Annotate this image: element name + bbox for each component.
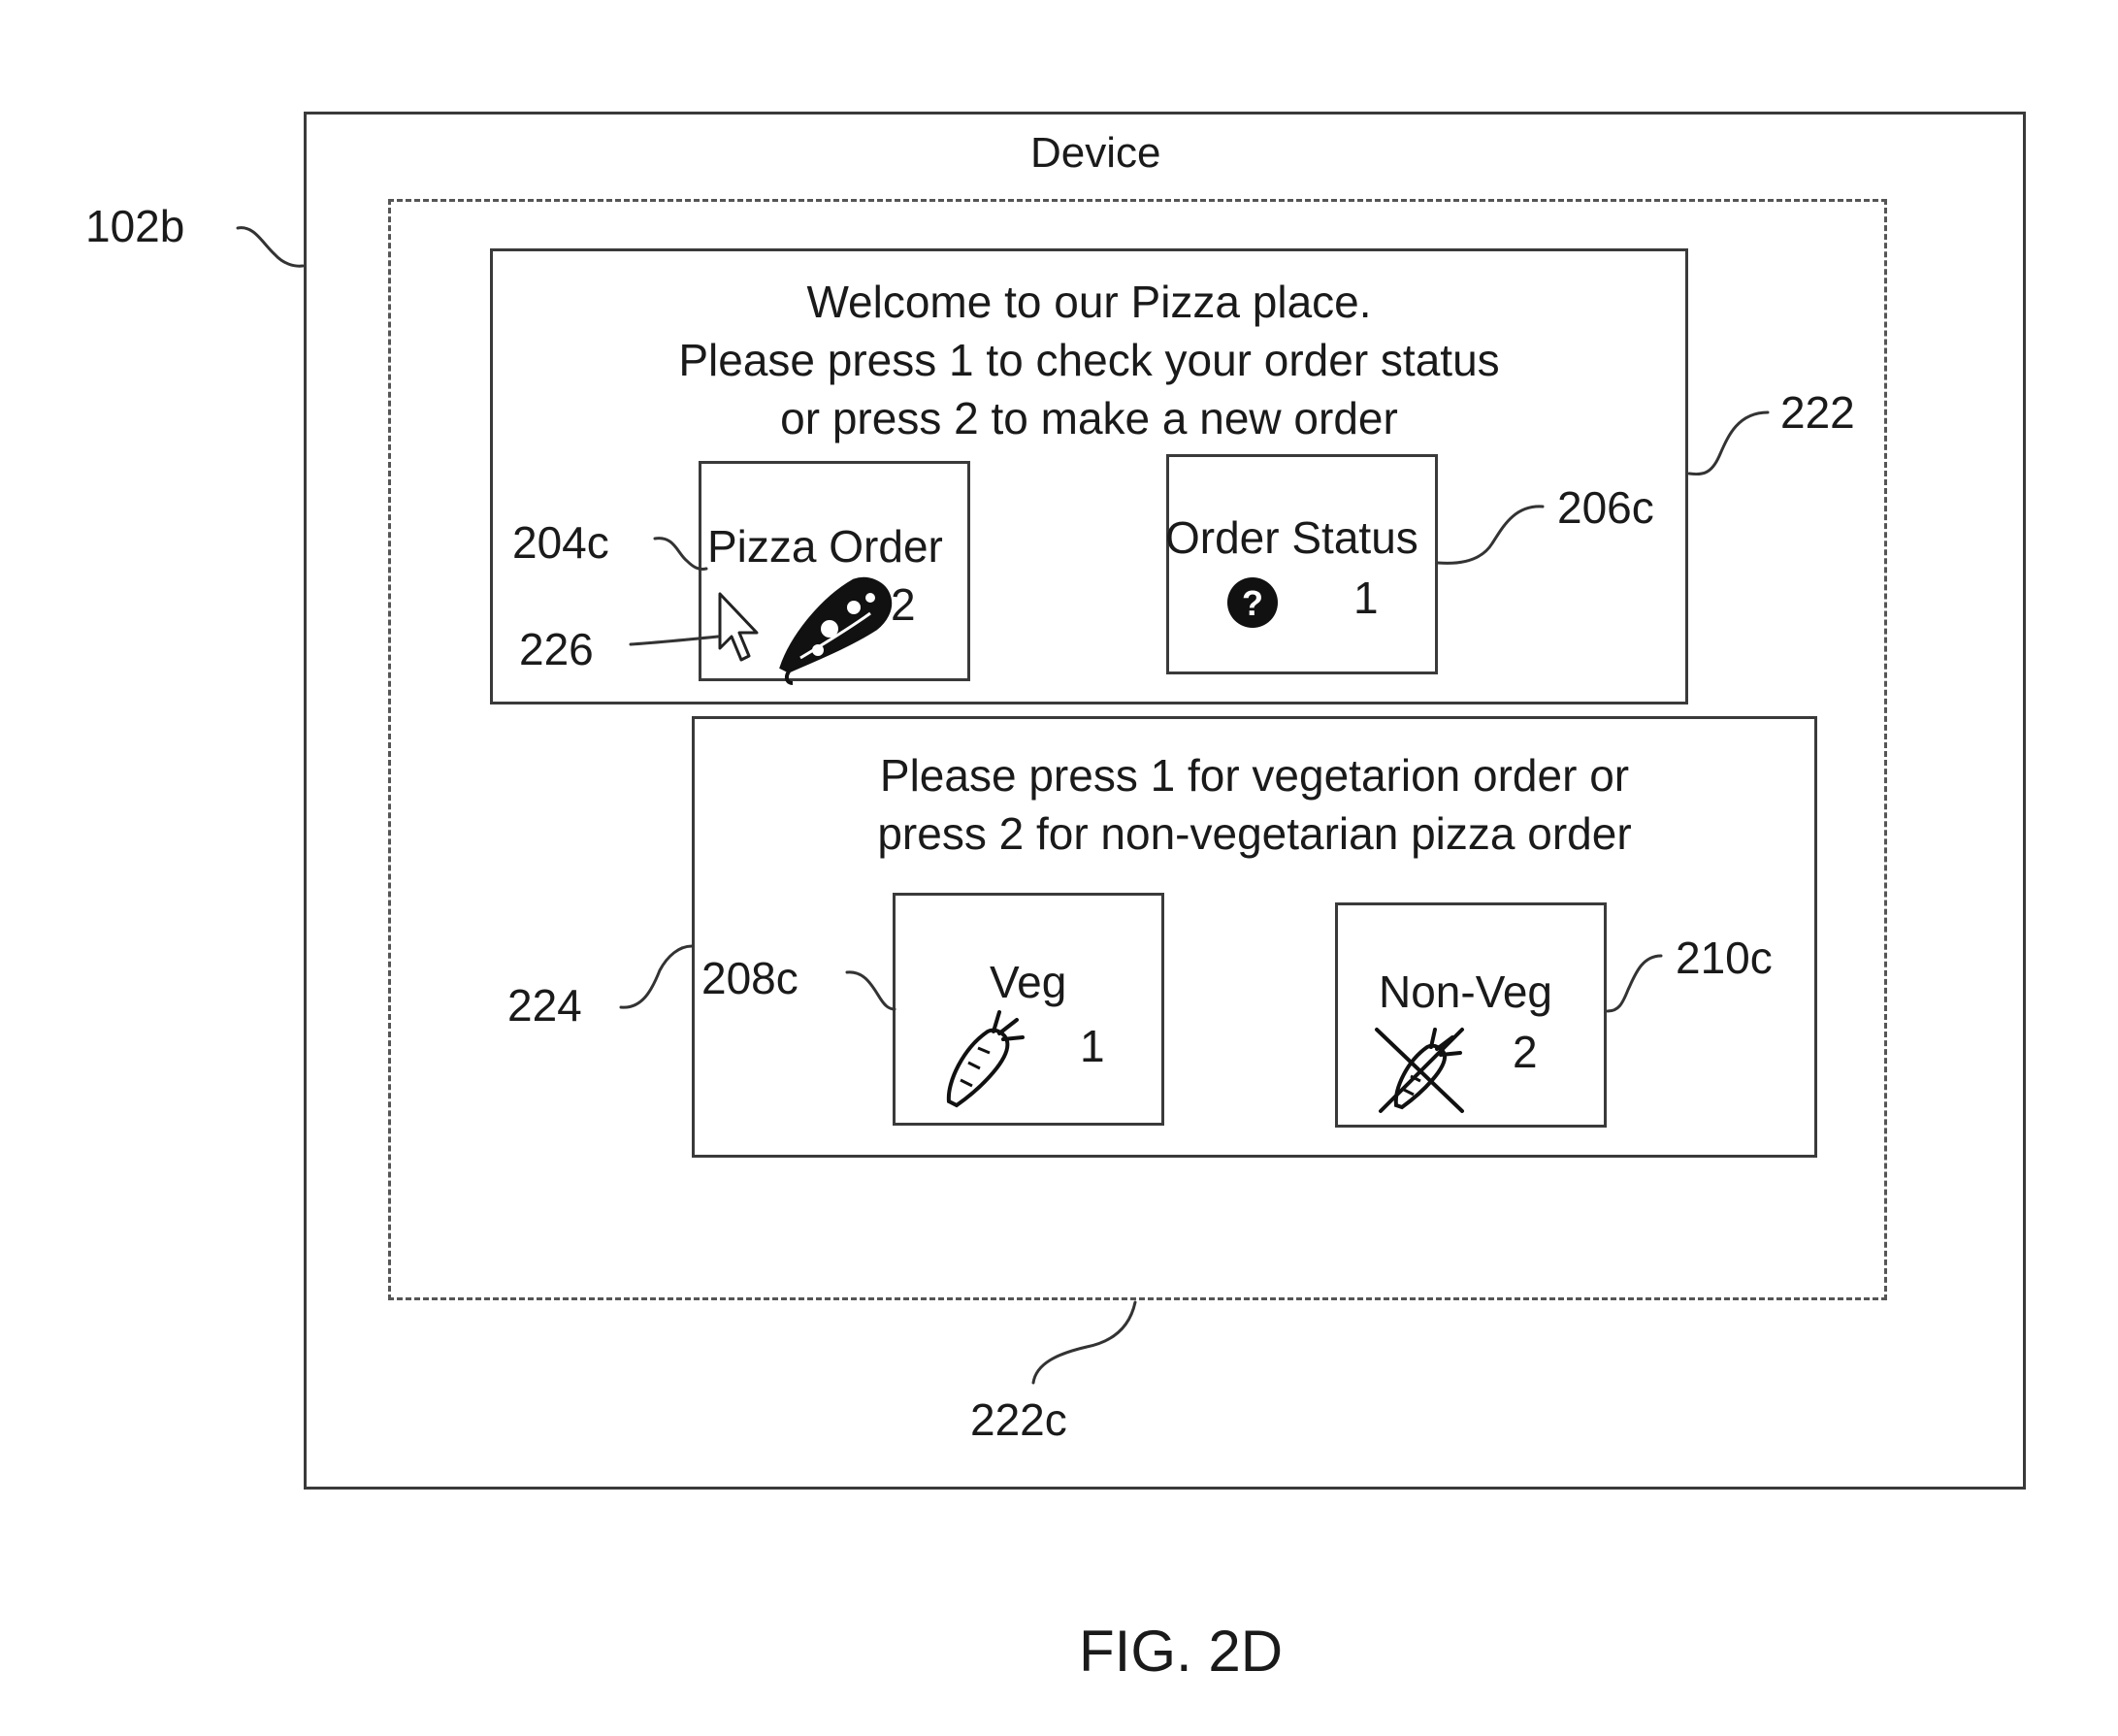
- figure-caption: FIG. 2D: [1079, 1622, 1283, 1681]
- leader-pizza-order: [655, 539, 706, 570]
- leader-screen-welcome: [1689, 412, 1768, 475]
- leader-veg: [847, 972, 895, 1009]
- leader-screen-order-type: [621, 946, 692, 1007]
- leader-order-status: [1438, 507, 1543, 563]
- leader-cursor: [631, 637, 718, 644]
- leader-device: [238, 228, 303, 267]
- leader-container: [1033, 1302, 1135, 1383]
- leader-non-veg: [1608, 956, 1661, 1011]
